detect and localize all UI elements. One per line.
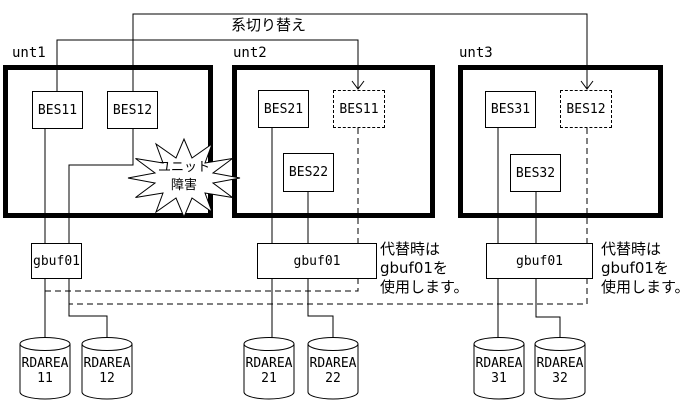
- unit-frame-unt3: [458, 65, 663, 218]
- switchover-label: 系切り替え: [231, 16, 307, 34]
- rdarea-label-32: RDAREA 32: [535, 356, 585, 386]
- gbuf-note-unt3-line1: 代替時は: [601, 240, 662, 258]
- rdarea-id: 32: [552, 371, 568, 386]
- bes-box-bes32: BES32: [510, 154, 561, 192]
- rdarea-cylinder-12: [81, 337, 133, 400]
- standby-bes-box-bes11: BES11: [333, 90, 385, 128]
- failure-burst-text-line1: ユニット: [157, 160, 210, 175]
- rdarea-cylinder-32: [534, 337, 586, 400]
- unit-label-unt2: unt2: [233, 45, 267, 61]
- rdarea-cylinder-21: [243, 337, 295, 400]
- gbuf-note-unt2: 代替時は gbuf01を 使用します。: [380, 240, 469, 297]
- rdarea-id: 31: [491, 371, 507, 386]
- rdarea-name: RDAREA: [83, 356, 131, 371]
- bes-box-bes22: BES22: [283, 153, 334, 192]
- unit-label-unt1: unt1: [12, 45, 46, 61]
- unit-frame-unt2: [232, 65, 435, 218]
- rdarea-label-31: RDAREA 31: [474, 356, 524, 386]
- rdarea-id: 11: [37, 371, 53, 386]
- rdarea-label-22: RDAREA 22: [308, 356, 358, 386]
- rdarea-cylinder-11: [19, 337, 71, 400]
- rdarea-label-12: RDAREA 12: [82, 356, 132, 386]
- gbuf-note-unt2-line2: gbuf01を: [380, 259, 448, 277]
- rdarea-name: RDAREA: [475, 356, 523, 371]
- rdarea-cylinder-31: [473, 337, 525, 400]
- rdarea-name: RDAREA: [245, 356, 293, 371]
- switchover-arrowheads: [351, 80, 594, 90]
- rdarea-id: 12: [99, 371, 115, 386]
- rdarea-name: RDAREA: [309, 356, 357, 371]
- gbuf-note-unt2-line1: 代替時は: [380, 240, 441, 258]
- gbuf-box-unt3: gbuf01: [486, 243, 593, 279]
- rdarea-label-21: RDAREA 21: [244, 356, 294, 386]
- gbuf-box-unt2: gbuf01: [257, 243, 377, 279]
- bes-box-bes12: BES12: [107, 91, 158, 129]
- rdarea-name: RDAREA: [21, 356, 69, 371]
- gbuf-note-unt3-line3: 使用します。: [601, 278, 690, 296]
- unit-label-unt3: unt3: [459, 45, 493, 61]
- rdarea-cylinder-22: [307, 337, 359, 400]
- gbuf-note-unt3: 代替時は gbuf01を 使用します。: [601, 240, 690, 297]
- rdarea-label-11: RDAREA 11: [20, 356, 70, 386]
- failure-burst-text-line2: 障害: [170, 178, 197, 193]
- rdarea-id: 21: [261, 371, 277, 386]
- bes-box-bes21: BES21: [258, 90, 309, 128]
- gbuf-box-unt1: gbuf01: [31, 243, 82, 279]
- standby-dashed-connectors: [45, 128, 588, 305]
- rdarea-name: RDAREA: [536, 356, 584, 371]
- bes-box-bes31: BES31: [485, 91, 536, 128]
- bes-box-bes11: BES11: [32, 91, 83, 129]
- gbuf-note-unt2-line3: 使用します。: [380, 278, 469, 296]
- gbuf-note-unt3-line2: gbuf01を: [601, 259, 669, 277]
- unit-frame-unt1: [3, 65, 213, 218]
- standby-bes-box-bes12: BES12: [560, 90, 612, 128]
- rdarea-id: 22: [325, 371, 341, 386]
- rdarea-cylinders: [19, 337, 586, 400]
